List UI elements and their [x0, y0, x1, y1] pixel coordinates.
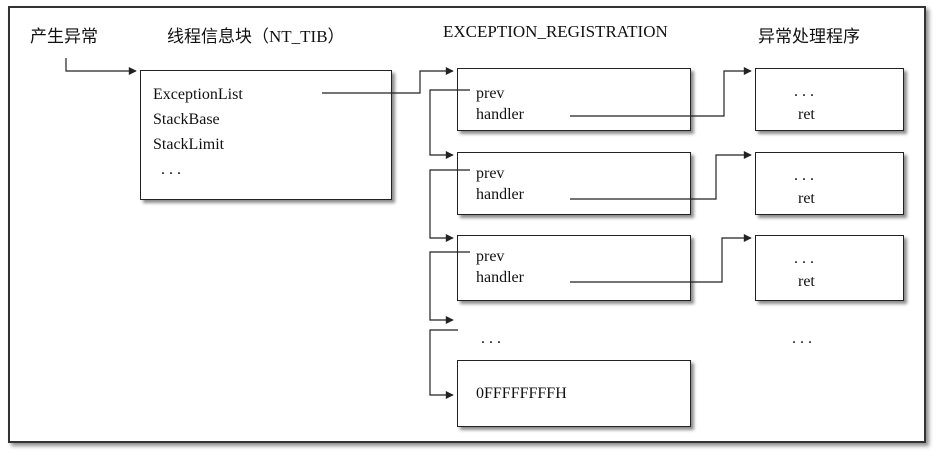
tib-field-stack-limit: StackLimit [153, 136, 225, 153]
handler-box-2: . . . ret [755, 152, 904, 215]
registration-box-2: prev handler [457, 152, 691, 215]
registration-handler-3: handler [476, 269, 524, 286]
registration-prev-1: prev [476, 85, 505, 102]
handler-ret-3: ret [798, 273, 815, 290]
handler-box-1: . . . ret [755, 68, 904, 131]
arrow-more-to-terminator [429, 329, 458, 399]
arrow-raise-to-tib [65, 58, 137, 75]
arrow-prev-2-to-3 [429, 169, 470, 242]
handler-ret-2: ret [798, 190, 815, 207]
arrow-exceptionlist-to-registration [322, 67, 454, 94]
arrow-handler-2 [570, 151, 752, 200]
tib-box: ExceptionList StackBase StackLimit . . . [140, 70, 392, 200]
terminator-box: 0FFFFFFFFH [457, 360, 691, 427]
heading-exception-registration: EXCEPTION_REGISTRATION [443, 22, 668, 41]
terminator-value: 0FFFFFFFFH [476, 385, 567, 402]
registration-box-3: prev handler [457, 235, 691, 301]
handler-box-3: . . . ret [755, 235, 904, 301]
registration-box-1: prev handler [457, 68, 691, 131]
heading-raise-exception: 产生异常 [30, 27, 98, 46]
registration-ellipsis: . . . [481, 330, 501, 347]
registration-handler-1: handler [476, 106, 524, 123]
arrow-handler-1 [570, 67, 752, 117]
handler-dots-3: . . . [794, 250, 814, 267]
heading-handler-program: 异常处理程序 [758, 27, 860, 46]
tib-field-exception-list: ExceptionList [153, 86, 243, 103]
handler-ellipsis: . . . [792, 330, 812, 347]
registration-handler-2: handler [476, 186, 524, 203]
arrow-prev-3-to-more [429, 251, 470, 324]
handler-dots-2: . . . [794, 167, 814, 184]
arrow-prev-1-to-2 [429, 89, 470, 159]
registration-prev-3: prev [476, 248, 505, 265]
tib-field-more: . . . [161, 161, 181, 178]
handler-ret-1: ret [798, 106, 815, 123]
heading-tib: 线程信息块（NT_TIB） [167, 27, 345, 46]
handler-dots-1: . . . [794, 83, 814, 100]
arrow-handler-3 [570, 234, 752, 283]
registration-prev-2: prev [476, 165, 505, 182]
tib-field-stack-base: StackBase [153, 111, 220, 128]
